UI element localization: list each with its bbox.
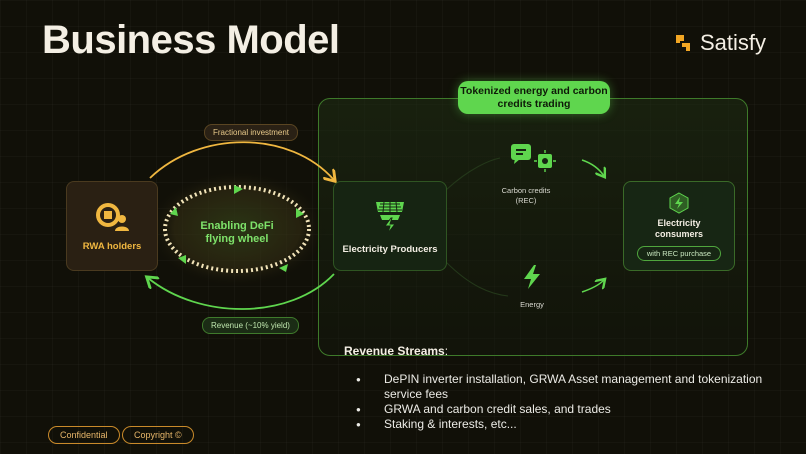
flywheel-glow xyxy=(147,171,327,287)
fractional-investment-arrow xyxy=(149,141,334,180)
energy-label: Energy xyxy=(520,300,544,309)
flywheel-ring xyxy=(163,185,311,273)
flywheel-label: Enabling DeFi flying wheel xyxy=(200,220,274,245)
list-item: DePIN inverter installation, GRWA Asset … xyxy=(356,372,776,402)
tokenized-trading-label: Tokenized energy and carbon credits trad… xyxy=(458,81,610,114)
producer-energy-link xyxy=(445,261,509,297)
revenue-pill: Revenue (~10% yield) xyxy=(202,317,299,334)
electricity-consumers-label: Electricity consumers xyxy=(654,217,704,239)
rwa-holders-node: RWA holders xyxy=(66,181,158,271)
solar-panel-bolt-icon xyxy=(376,201,404,233)
revenue-streams-title: Revenue Streams: xyxy=(344,344,449,358)
flywheel-arrows xyxy=(170,185,304,272)
satisfy-logo: Satisfy xyxy=(672,30,766,56)
list-item: GRWA and carbon credit sales, and trades xyxy=(356,402,776,417)
carbon-flow-arrow xyxy=(581,159,604,176)
satisfy-logo-icon xyxy=(676,35,690,51)
producer-carbon-link xyxy=(445,157,501,191)
list-item: Staking & interests, etc... xyxy=(356,417,776,432)
carbon-credits-label: Carbon credits (REC) xyxy=(501,186,551,205)
rec-purchase-badge: with REC purchase xyxy=(636,245,722,261)
revenue-streams-list: DePIN inverter installation, GRWA Asset … xyxy=(356,372,776,432)
electricity-producers-node: Electricity Producers xyxy=(333,181,447,271)
electricity-producers-label: Electricity Producers xyxy=(342,243,438,255)
electricity-consumers-node: Electricity consumers with REC purchase xyxy=(623,181,735,271)
energy-flow-arrow xyxy=(581,280,604,293)
coin-user-icon xyxy=(96,202,129,231)
page-title: Business Model xyxy=(42,18,340,62)
energy-bolt-icon xyxy=(524,265,540,289)
confidential-badge: Confidential xyxy=(48,426,120,444)
rwa-holders-label: RWA holders xyxy=(82,240,142,252)
hexagon-bolt-icon xyxy=(669,191,689,214)
carbon-credit-icon xyxy=(511,144,556,172)
fractional-investment-pill: Fractional investment xyxy=(204,124,299,141)
revenue-arrow xyxy=(148,273,335,310)
copyright-badge: Copyright © xyxy=(122,426,194,444)
logo-text: Satisfy xyxy=(700,30,767,55)
